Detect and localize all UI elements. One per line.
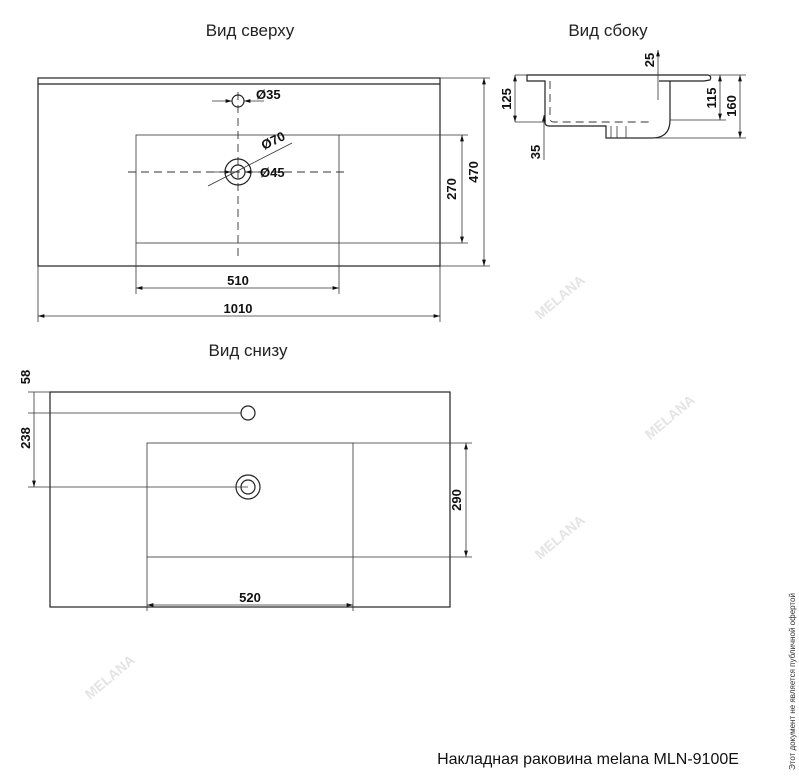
dim-bottom-bowl-width: 520 (239, 590, 261, 605)
watermark-text: MELANA (82, 652, 138, 703)
dim-drain-offset: 238 (18, 427, 33, 449)
watermark-text: MELANA (532, 272, 588, 323)
dim-side-inner: 115 (704, 88, 719, 109)
dim-bowl-depth: 270 (444, 178, 459, 200)
dim-drain-outer: Ø70 (259, 128, 288, 152)
dim-rim: 25 (642, 53, 657, 67)
dim-bottom-bowl-depth: 290 (449, 489, 464, 511)
bottom-view-title: Вид снизу (209, 341, 288, 360)
watermark-text: MELANA (532, 512, 588, 563)
side-view: Вид сбоку 125 25 115 160 35 (499, 21, 746, 160)
watermark-text: MELANA (642, 392, 698, 443)
top-view: Вид сверху Ø35 Ø70 Ø45 270 470 510 1010 (37, 21, 490, 322)
dim-bowl-width: 510 (227, 273, 249, 288)
bottom-view: Вид снизу 58 238 290 520 (18, 341, 472, 611)
dim-overflow-offset: 58 (18, 370, 33, 384)
dim-side-height: 125 (499, 88, 514, 110)
dim-side-bottom: 35 (528, 145, 543, 159)
dim-drain-inner: Ø45 (260, 165, 285, 180)
top-view-title: Вид сверху (206, 21, 295, 40)
dim-depth: 470 (466, 161, 481, 183)
side-view-title: Вид сбоку (568, 21, 648, 40)
dim-width: 1010 (224, 301, 253, 316)
footer-caption: Накладная раковина melana MLN-9100E (437, 751, 739, 768)
dim-overflow: Ø35 (256, 87, 281, 102)
overflow-hole-bottom (240, 405, 256, 421)
dim-side-total: 160 (724, 95, 739, 117)
disclaimer: Этот документ не является публичной офер… (788, 593, 797, 770)
